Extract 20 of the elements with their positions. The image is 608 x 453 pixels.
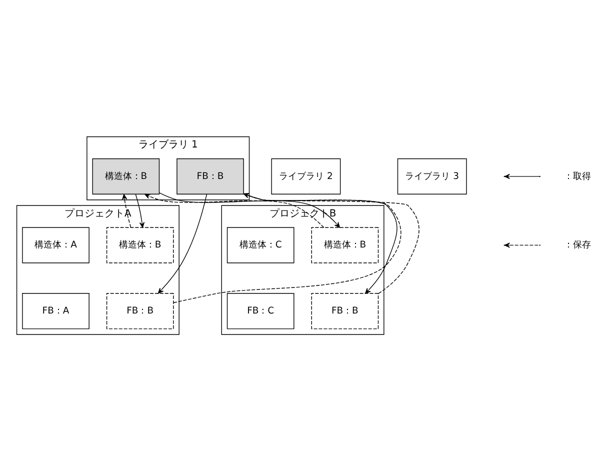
node-box: FB：B xyxy=(176,158,244,195)
arrow xyxy=(135,194,145,228)
node-box: FB：B xyxy=(311,293,379,330)
arrow xyxy=(158,192,340,228)
node-box: ライブラリ 2 xyxy=(271,158,341,195)
legend-label: ：保存 xyxy=(564,240,591,251)
node-box: ライブラリ 3 xyxy=(397,158,467,195)
node-box: 構造体：B xyxy=(106,227,174,264)
node-box: FB：C xyxy=(226,293,294,330)
legend-label: ：取得 xyxy=(564,170,591,182)
node-box: FB：A xyxy=(22,293,90,330)
arrow xyxy=(158,194,208,294)
node-box: 構造体：B xyxy=(311,227,379,264)
arrow xyxy=(173,193,402,304)
arrow xyxy=(144,194,324,228)
node-box: 構造体：B xyxy=(92,158,160,195)
node-box: 構造体：A xyxy=(22,227,90,264)
node-box: FB：B xyxy=(106,293,174,330)
node-box: 構造体：C xyxy=(226,227,294,264)
arrow xyxy=(122,194,132,228)
